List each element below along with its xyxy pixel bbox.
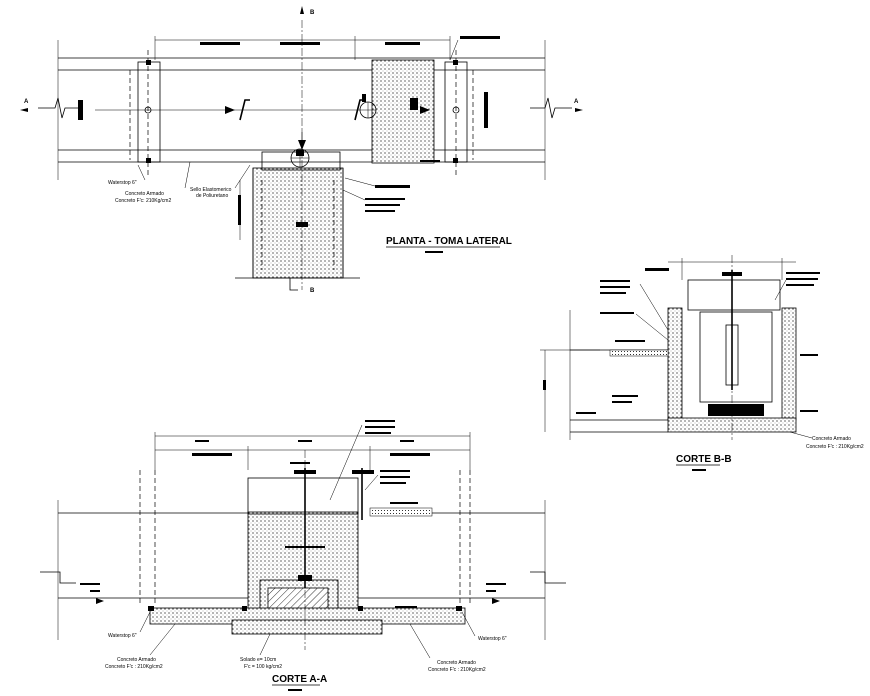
- section-bb-view: Concreto Armado Concreto F'c : 210Kg/cm2…: [540, 255, 864, 471]
- aa-solado-strength-label: F'c = 100 kg/cm2: [244, 664, 282, 670]
- aa-concrete-left-label: Concreto Armado: [117, 657, 156, 663]
- aa-waterstop-left-label: Waterstop 6": [108, 633, 137, 639]
- plan-seal-label: Sello Elastomerico: [190, 187, 232, 193]
- section-bb-title: CORTE B-B: [676, 454, 732, 465]
- plan-waterstop-label: Waterstop 6": [108, 180, 137, 186]
- aa-concrete-strength-left-label: Concreto F'c : 210Kg/cm2: [105, 664, 163, 670]
- section-mark-a-left: A: [24, 99, 29, 105]
- aa-waterstop-right-label: Waterstop 6": [478, 636, 507, 642]
- aa-solado-label: Solado e= 10cm: [240, 657, 276, 663]
- section-mark-b-top: B: [310, 10, 315, 16]
- plan-title: PLANTA - TOMA LATERAL: [386, 236, 512, 247]
- bb-concrete-label: Concreto Armado: [812, 436, 851, 442]
- plan-seal-label-2: de Poliuretano: [196, 193, 228, 199]
- aa-concrete-strength-right-label: Concreto F'c : 210Kg/cm2: [428, 667, 486, 673]
- section-mark-a-right: A: [574, 99, 579, 105]
- plan-concrete-strength-label: Concreto F'c: 210Kg/cm2: [115, 198, 171, 204]
- bb-concrete-strength-label: Concreto F'c : 210Kg/cm2: [806, 444, 864, 450]
- section-aa-view: Waterstop 6" Waterstop 6" Concreto Armad…: [40, 420, 566, 691]
- section-mark-b-bottom: B: [310, 288, 315, 294]
- section-aa-title: CORTE A-A: [272, 674, 327, 685]
- plan-view: A A B B Waterstop 6" Concreto Armado Con…: [20, 6, 583, 294]
- plan-concrete-label: Concreto Armado: [125, 191, 164, 197]
- aa-concrete-right-label: Concreto Armado: [437, 660, 476, 666]
